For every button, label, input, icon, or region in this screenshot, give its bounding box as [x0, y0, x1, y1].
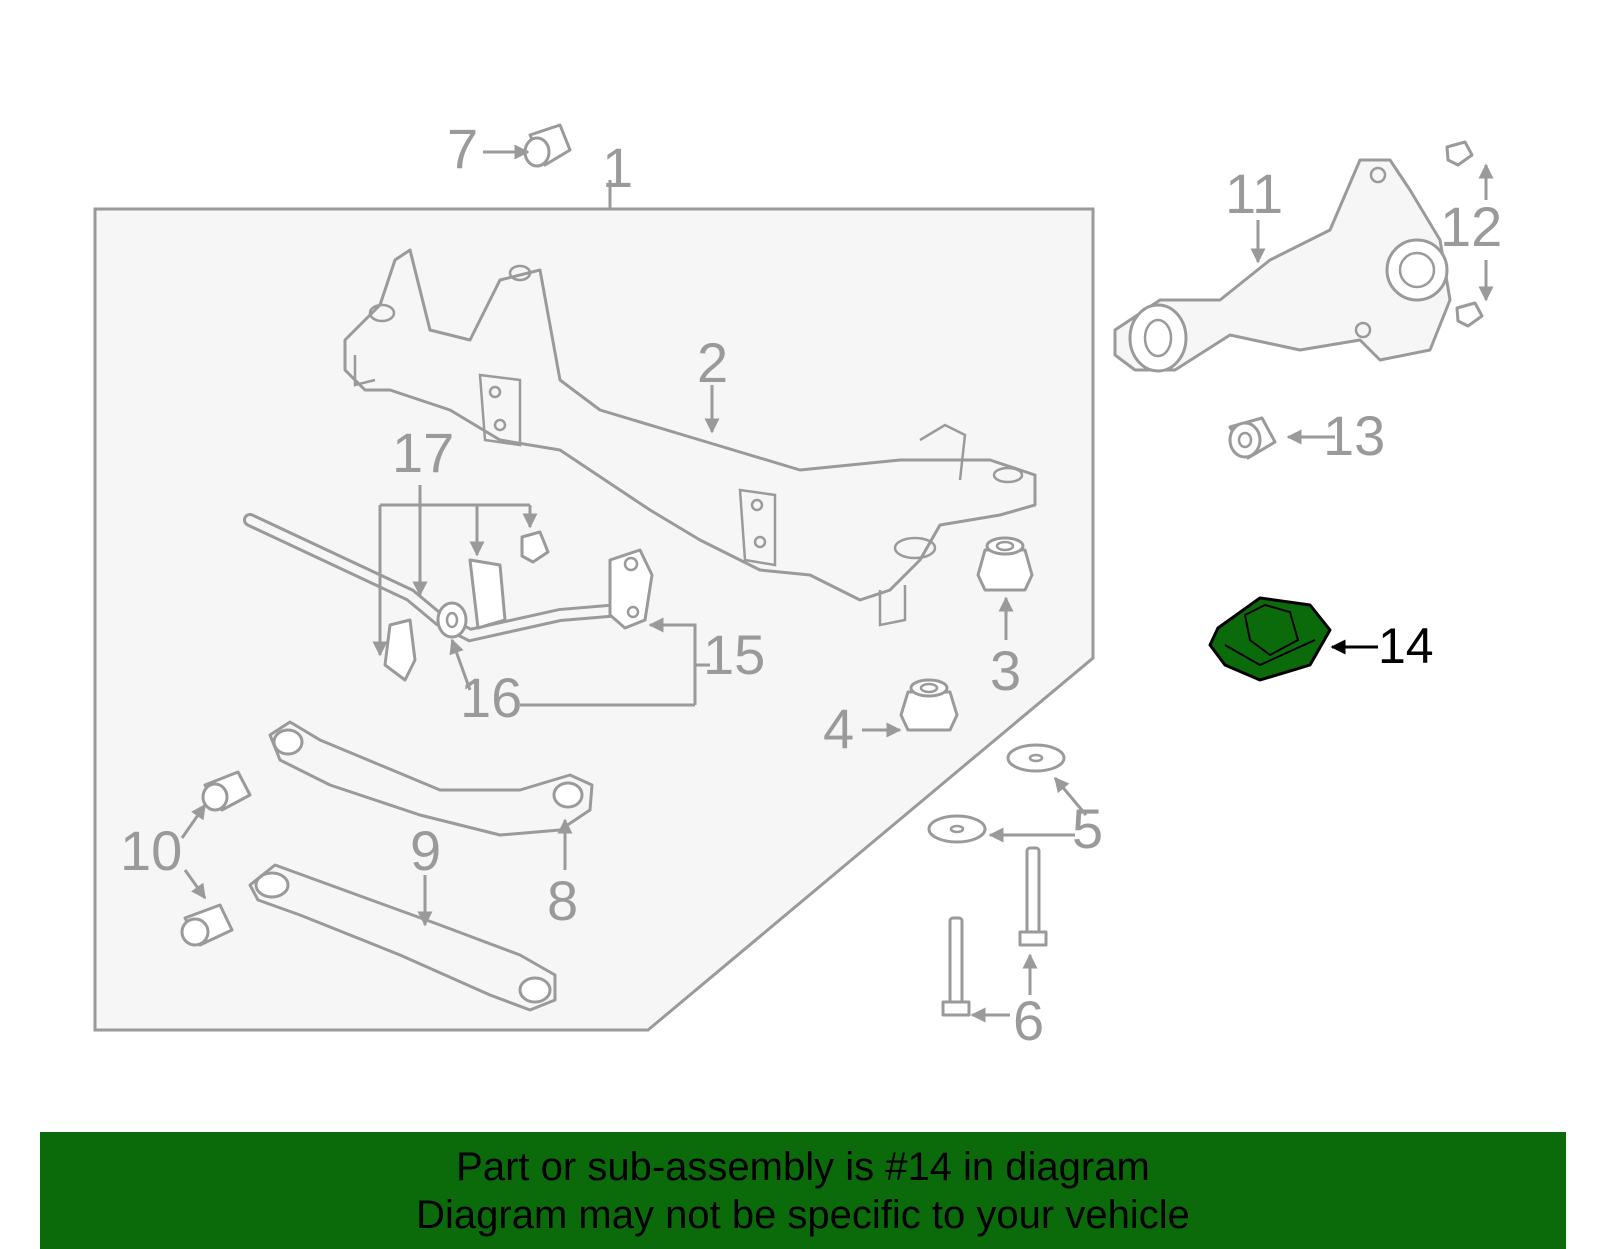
link-8: [268, 720, 594, 837]
bushing-13: [1228, 416, 1277, 460]
callout-2: 2: [697, 331, 728, 394]
washers-5: [927, 743, 1066, 844]
bushing-16: [436, 601, 468, 639]
banner-line-1: Part or sub-assembly is #14 in diagram: [456, 1145, 1150, 1189]
callout-8: 8: [547, 869, 578, 932]
brackets-17: [383, 530, 550, 682]
info-banner: Part or sub-assembly is #14 in diagram D…: [40, 1132, 1566, 1249]
callout-13: 13: [1323, 404, 1385, 467]
callout-14: 14: [1378, 618, 1434, 674]
bushings-10: [180, 770, 252, 947]
callout-6: 6: [1013, 989, 1044, 1052]
callout-1: 1: [602, 136, 633, 199]
callout-16: 16: [460, 666, 522, 729]
nuts-12: [1445, 140, 1484, 328]
banner-line-2: Diagram may not be specific to your vehi…: [416, 1193, 1190, 1237]
callout-4: 4: [823, 697, 854, 760]
callout-9: 9: [410, 819, 441, 882]
subframe-part: [343, 248, 1037, 627]
callout-12: 12: [1440, 195, 1502, 258]
knuckle-11: [1113, 158, 1452, 373]
bolts-6: [941, 846, 1048, 1017]
mount-4: [899, 678, 959, 732]
callout-15: 15: [703, 623, 765, 686]
mount-3: [976, 536, 1034, 592]
link-9: [248, 863, 557, 1012]
highlighted-part-14: [1208, 596, 1332, 682]
bushing-7: [523, 123, 572, 168]
leader-lines: [180, 144, 1494, 1023]
callout-5: 5: [1072, 797, 1103, 860]
callout-11: 11: [1225, 162, 1283, 225]
callout-17: 17: [392, 421, 454, 484]
callout-7: 7: [447, 117, 478, 180]
callout-3: 3: [990, 639, 1021, 702]
assembly-box: [93, 207, 1095, 1032]
callout-10: 10: [120, 819, 182, 882]
